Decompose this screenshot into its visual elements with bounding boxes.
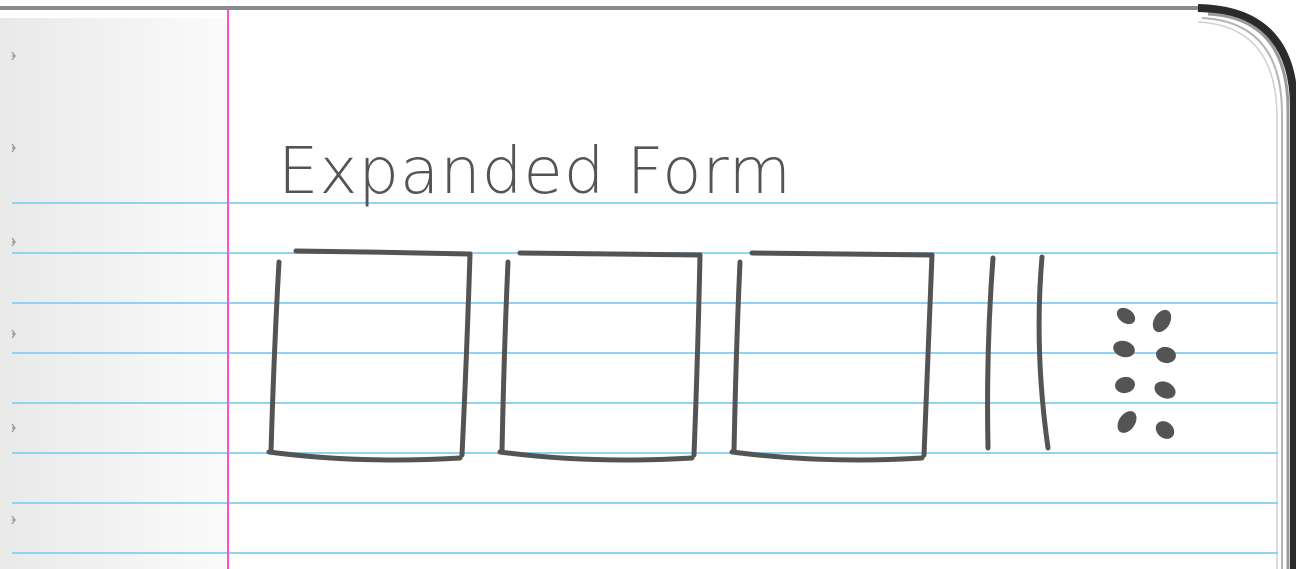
worksheet-title: Expanded Form <box>278 132 792 212</box>
margin-shading <box>0 8 228 569</box>
